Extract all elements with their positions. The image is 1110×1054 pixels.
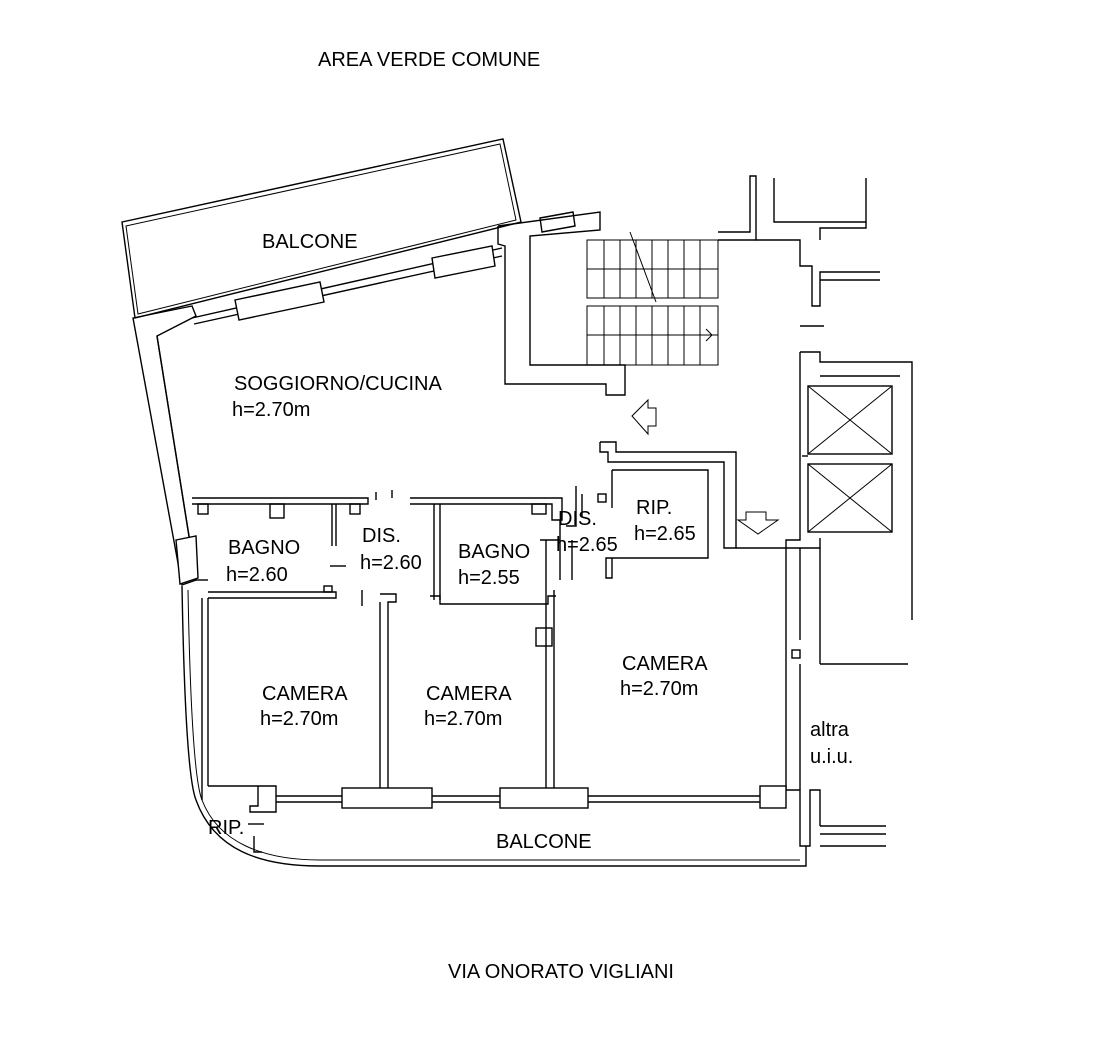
room-height-hall-1: h=2.60 (360, 552, 422, 574)
room-name-upper-balcony: BALCONE (262, 231, 358, 253)
stairwell (497, 175, 757, 396)
room-height-hall-2: h=2.65 (556, 534, 618, 556)
room-height-bathroom-2: h=2.55 (458, 567, 520, 589)
room-name-bathroom-1: BAGNO (228, 537, 301, 559)
room-name-bedroom-2: CAMERA (426, 683, 512, 705)
top-label: AREA VERDE COMUNE (318, 49, 541, 71)
room-name-bedroom-1: CAMERA (262, 683, 348, 705)
room-height-bedroom-3: h=2.70m (620, 678, 699, 700)
room-height-bedroom-1: h=2.70m (260, 708, 339, 730)
room-height-bathroom-1: h=2.60 (226, 564, 288, 586)
street-label: VIA ONORATO VIGLIANI (448, 961, 674, 983)
room-name-hall-2: DIS. (558, 508, 597, 530)
room-height-living-kitchen: h=2.70m (232, 399, 311, 421)
south-wall (208, 785, 787, 853)
room-name-bedroom-3: CAMERA (622, 653, 708, 675)
interior-walls (175, 486, 583, 800)
room-height-storage: h=2.65 (634, 523, 696, 545)
other-unit-label-line1: altra (810, 719, 849, 741)
room-name-lower-balcony: BALCONE (496, 831, 592, 853)
lower-balcony (181, 585, 807, 867)
room-name-hall-1: DIS. (362, 525, 401, 547)
room-name-living-kitchen: SOGGIORNO/CUCINA (234, 373, 442, 395)
east-building (756, 178, 913, 847)
room-name-storage: RIP. (636, 497, 673, 519)
storage-closet (597, 441, 786, 579)
entrance-arrows (631, 398, 780, 535)
other-unit-label-line2: u.i.u. (810, 746, 854, 768)
north-wall (191, 211, 576, 325)
room-height-bedroom-2: h=2.70m (424, 708, 503, 730)
room-name-storage-small: RIP. (208, 817, 245, 839)
room-name-bathroom-2: BAGNO (458, 541, 531, 563)
upper-balcony (121, 138, 522, 319)
